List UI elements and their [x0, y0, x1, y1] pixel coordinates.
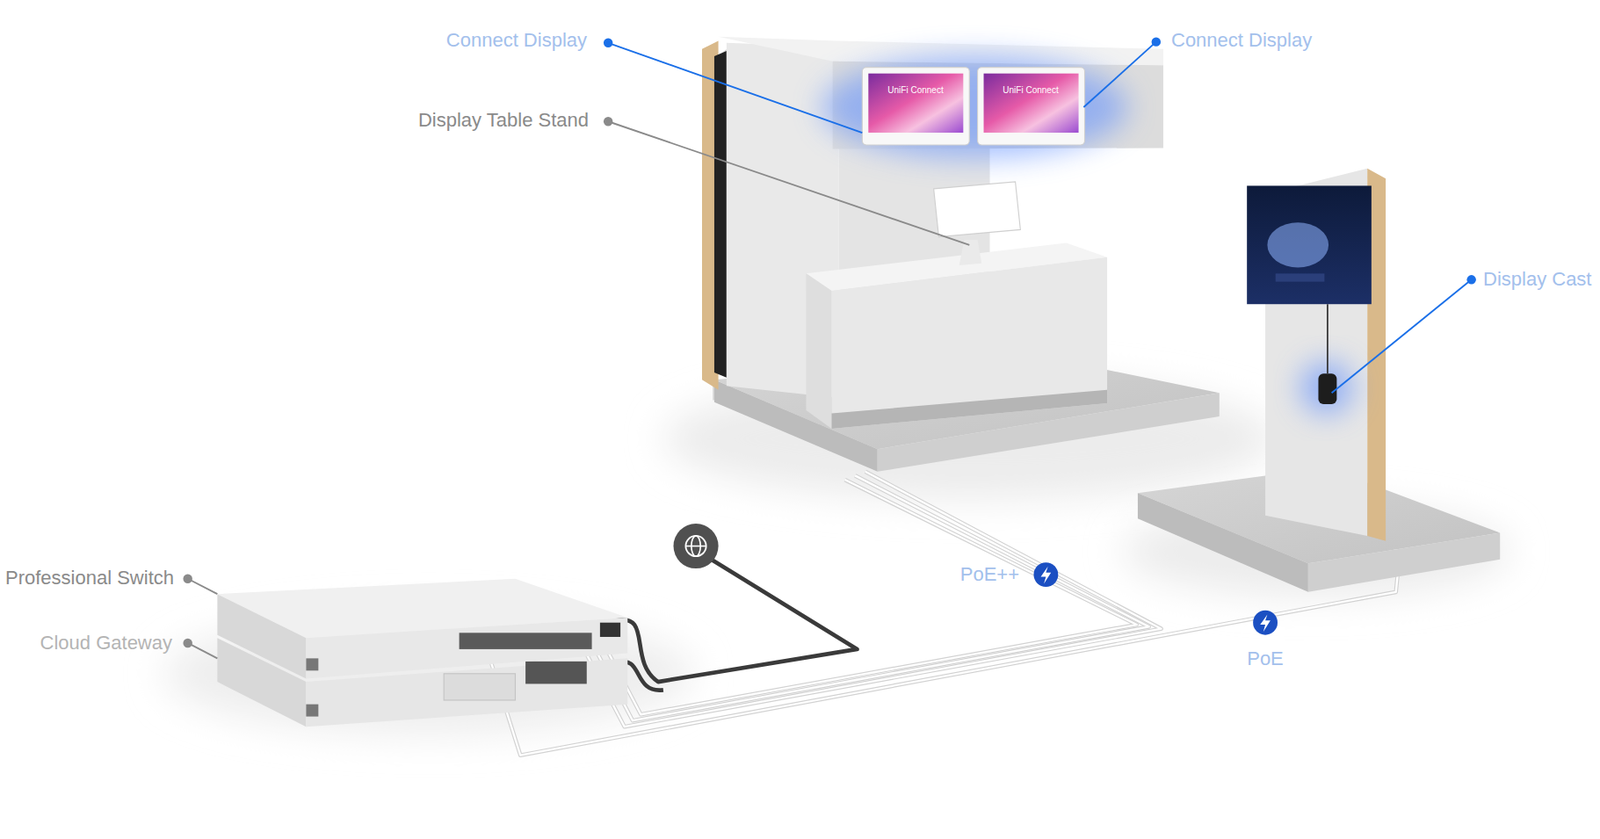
art-rect: [868, 73, 963, 133]
art-polygon: [1308, 532, 1500, 592]
art-rect: [459, 632, 593, 650]
booth: [702, 36, 1220, 472]
art-polygon: [832, 390, 1108, 429]
art-polygon: [933, 181, 1021, 238]
art-polygon: [305, 617, 628, 680]
art-rect: [977, 67, 1086, 145]
art-circle: [182, 638, 192, 648]
callout-label: Professional Switch: [5, 566, 174, 590]
art-polygon: [805, 273, 832, 429]
art-ellipse: [1300, 361, 1354, 414]
leader-lines: [182, 36, 1476, 659]
art-path: [596, 479, 1137, 715]
kiosk: [1137, 168, 1500, 593]
art-line: [188, 579, 218, 594]
callout-label: Display Cast: [1483, 267, 1592, 291]
art-rect: [1246, 185, 1372, 305]
art-polygon: [217, 593, 306, 679]
art-rect: [443, 673, 515, 701]
art-rect: [305, 658, 319, 671]
art-rect: [525, 661, 587, 685]
screen-logo: UniFi Connect: [1002, 85, 1058, 96]
art-path: [586, 475, 1150, 721]
art-line: [1326, 304, 1329, 374]
art-path: [1041, 566, 1052, 585]
art-polygon: [959, 239, 983, 266]
callout-label: Connect Display: [446, 28, 587, 52]
power-label: PoE++: [960, 563, 1020, 587]
art-circle: [1033, 562, 1058, 587]
art-line: [608, 121, 970, 246]
icons: [673, 523, 1278, 636]
art-path: [1259, 614, 1271, 632]
art-ellipse: [1266, 222, 1329, 268]
art-circle: [182, 574, 192, 584]
screen-logo: UniFi Connect: [887, 85, 943, 96]
art-circle: [1466, 275, 1476, 284]
art-path: [586, 475, 1150, 721]
art-rect: [861, 67, 970, 145]
art-rect: [984, 73, 1079, 133]
rack-devices: [217, 579, 628, 727]
art-line: [188, 643, 218, 659]
art-circle: [1252, 610, 1278, 636]
art-rect: [1317, 373, 1337, 405]
callout-label: Cloud Gateway: [40, 631, 173, 655]
art-circle: [603, 116, 613, 126]
art-line: [685, 545, 706, 548]
art-rect: [1275, 273, 1325, 282]
art-circle: [685, 535, 706, 557]
art-line: [1332, 279, 1472, 393]
callout-label: Connect Display: [1171, 28, 1312, 52]
art-circle: [603, 38, 613, 48]
art-line: [608, 43, 862, 133]
art-circle: [1151, 36, 1161, 46]
art-rect: [600, 622, 621, 638]
art-ellipse: [821, 56, 1128, 159]
art-polygon: [714, 50, 727, 378]
art-path: [596, 479, 1137, 715]
art-line: [1083, 42, 1156, 108]
art-polygon: [832, 257, 1108, 429]
art-path: [615, 559, 857, 682]
connect-displays: [861, 67, 1085, 145]
art-circle: [673, 523, 718, 569]
callout-label: Display Table Stand: [418, 108, 589, 132]
art-rect: [305, 704, 319, 717]
power-label: PoE: [1246, 647, 1284, 671]
